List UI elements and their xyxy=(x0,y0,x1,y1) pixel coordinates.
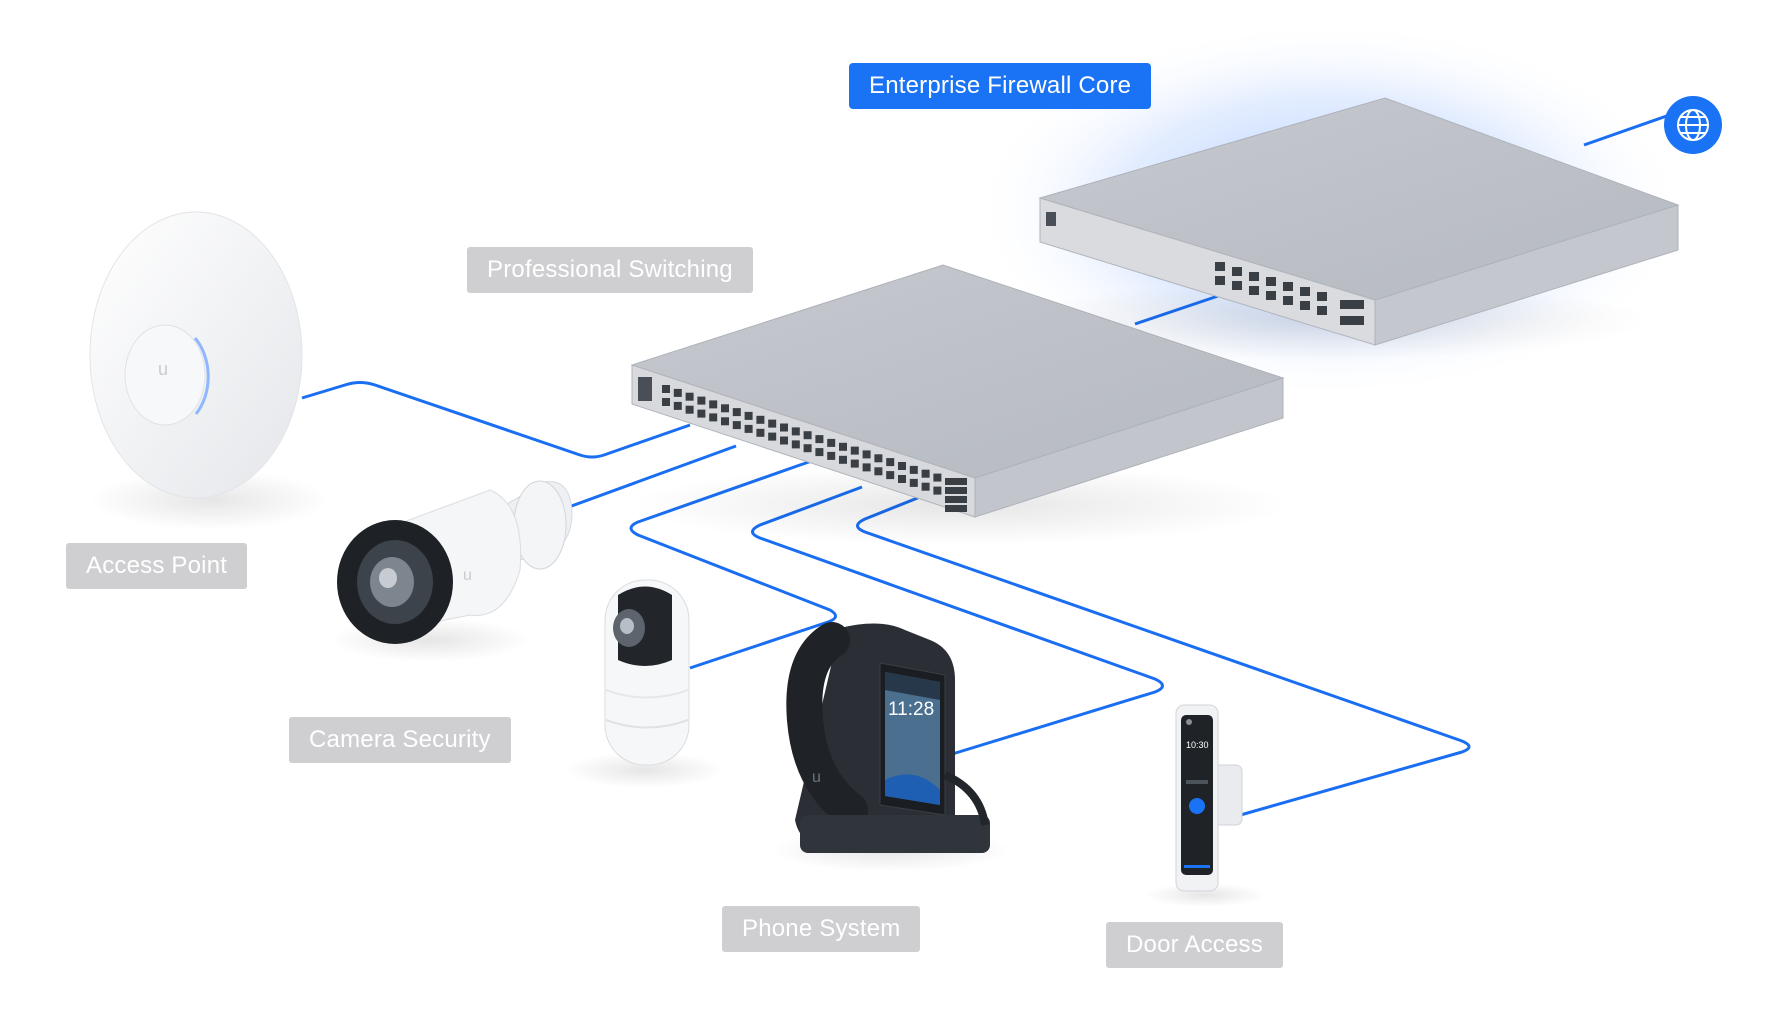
switch-port xyxy=(674,402,682,410)
switch-port xyxy=(662,398,670,406)
switch-port xyxy=(863,450,871,458)
switch-port xyxy=(721,417,729,425)
switch-port xyxy=(827,439,835,447)
switch-sfp-port xyxy=(945,487,967,494)
switch-port xyxy=(898,475,906,483)
switch-port xyxy=(804,444,812,452)
switch-port xyxy=(804,431,812,439)
internet-globe xyxy=(1664,96,1722,154)
switch-port xyxy=(922,470,930,478)
switch-port xyxy=(933,474,941,482)
switch-port xyxy=(756,429,764,437)
switch-port xyxy=(662,385,670,393)
u-logo-icon: u xyxy=(463,567,472,584)
switch-port xyxy=(674,389,682,397)
label-switching: Professional Switching xyxy=(467,247,753,293)
door-screen-time: 10:30 xyxy=(1186,740,1209,750)
door-access-device: 10:30 xyxy=(1145,705,1265,907)
switch-port xyxy=(874,454,882,462)
switch-port xyxy=(827,452,835,460)
u-logo-icon: u xyxy=(812,769,821,786)
switch-port xyxy=(792,427,800,435)
switch-port xyxy=(780,437,788,445)
switch-sfp-port xyxy=(945,496,967,503)
label-firewall: Enterprise Firewall Core xyxy=(849,63,1151,109)
switch-port xyxy=(874,467,882,475)
switch-port xyxy=(910,479,918,487)
access-point-device: u xyxy=(90,212,330,530)
switch-port xyxy=(768,433,776,441)
switch-port xyxy=(933,487,941,495)
switch-port xyxy=(733,421,741,429)
switch-port xyxy=(863,463,871,471)
switch-port xyxy=(922,483,930,491)
label-access-point: Access Point xyxy=(66,543,247,589)
label-door-access: Door Access xyxy=(1106,922,1283,968)
instant-camera-device xyxy=(565,580,725,788)
switch-port xyxy=(697,410,705,418)
bullet-camera-device: u xyxy=(330,481,572,662)
switch-port xyxy=(780,424,788,432)
switch-port xyxy=(721,404,729,412)
switch-port xyxy=(686,393,694,401)
switch-port xyxy=(815,435,823,443)
switch-sfp-port xyxy=(945,505,967,512)
switch-port xyxy=(697,397,705,405)
switch-port xyxy=(886,458,894,466)
switch-port xyxy=(792,440,800,448)
switch-port xyxy=(815,448,823,456)
switch-port xyxy=(756,416,764,424)
switch-port xyxy=(851,447,859,455)
label-camera-security: Camera Security xyxy=(289,717,511,763)
switch-port xyxy=(839,443,847,451)
switch-port xyxy=(910,466,918,474)
switch-port xyxy=(745,412,753,420)
switch-port xyxy=(686,406,694,414)
switch-port xyxy=(851,460,859,468)
switch-port xyxy=(733,408,741,416)
switch-port xyxy=(839,456,847,464)
switch-port xyxy=(768,420,776,428)
phone-screen-time: 11:28 xyxy=(888,699,934,720)
switch-sfp-port xyxy=(945,478,967,485)
switch-port xyxy=(898,462,906,470)
u-logo-icon: u xyxy=(158,359,168,379)
switch-port xyxy=(709,413,717,421)
switch-port xyxy=(745,425,753,433)
switch-port xyxy=(886,471,894,479)
switch-port xyxy=(709,400,717,408)
label-phone-system: Phone System xyxy=(722,906,920,952)
